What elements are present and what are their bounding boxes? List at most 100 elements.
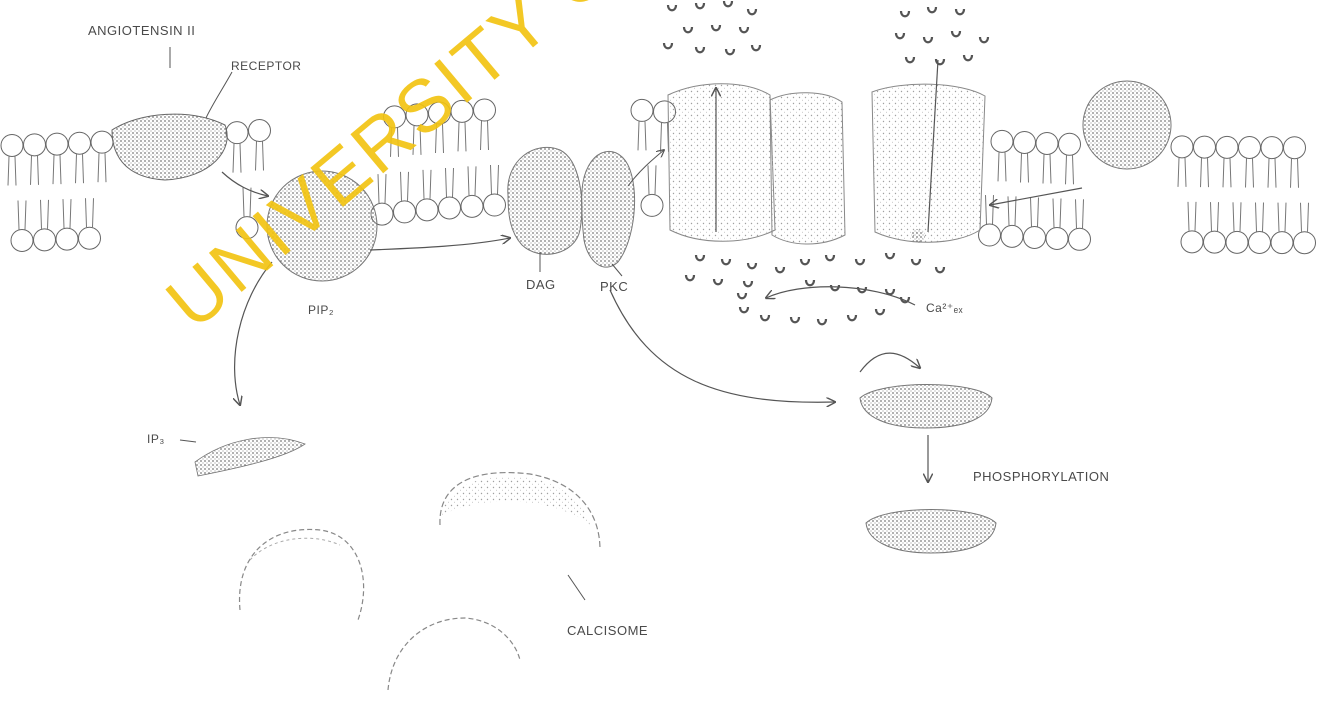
calcium-ion [664,43,672,48]
lipid-head-outer [1194,136,1216,158]
ip3-label: IP₃ [147,433,165,445]
calcium-ion [964,55,972,60]
lipid-head-outer [69,132,91,154]
lipid-tail-outer [233,144,241,173]
pkc-leader [612,264,622,276]
calcium-ion [896,33,904,38]
lipid-head-inner [1181,231,1203,253]
lipid-tail-inner [378,174,386,203]
lipid-head-outer [1216,136,1238,158]
calcisome-left [240,529,364,620]
calcium-ion [752,45,760,50]
calcium-ion [684,27,692,32]
calcium-ion [744,281,752,286]
lipid-tail-outer [1178,158,1186,187]
lipid-head-outer [631,99,653,121]
lipid-head-inner [979,224,1001,246]
lipid-tail-inner [648,165,656,194]
lipid-tail-outer [436,124,444,153]
lipid-tail-outer [1201,158,1209,187]
lipid-tail-outer [31,156,39,185]
lipid-tail-outer [413,126,421,155]
calcium-ion [724,1,732,6]
lipid-head-outer [1284,137,1306,159]
lipid-head-outer [91,131,113,153]
calcisome-leader [568,575,585,600]
pip2-to-dag-arrow [370,238,510,250]
calcium-ion [740,27,748,32]
phosphorylated-protein [866,510,996,554]
calcium-channel-left [668,84,775,242]
calcium-ion [826,255,834,260]
lipid-head-outer [474,99,496,121]
calcium-ion [738,293,746,298]
calcium-recycle-arrow [766,287,915,305]
calcium-ion [696,47,704,52]
pkc-protein [582,151,635,267]
lipid-tail-inner [491,165,499,194]
channel-knob [911,229,925,243]
calcium-ion [980,37,988,42]
lipid-head-inner [34,229,56,251]
lipid-tail-inner [468,166,476,195]
lipid-tail-outer [1043,154,1051,183]
calcium-label: Ca²⁺ₑₓ [926,302,963,314]
lipid-tail-inner [401,172,409,201]
lipid-head-outer [1036,132,1058,154]
calcium-ion [740,307,748,312]
calcium-ion [726,49,734,54]
lipid-head-outer [1171,136,1193,158]
lipid-tail-outer [1246,158,1254,187]
lipid-head-inner [1294,232,1316,254]
calcium-ion [722,259,730,264]
calcium-ion [901,11,909,16]
receptor-leader [206,72,232,118]
lipid-head-inner [641,194,663,216]
lipid-head-outer [384,106,406,128]
calcium-ion [712,25,720,30]
lipid-head-inner [439,197,461,219]
lipid-tail-outer [1268,159,1276,188]
phosphate-transfer-arrow [860,353,920,372]
calcium-ion [848,315,856,320]
lipid-head-outer [249,120,271,142]
lipid-head-inner [1069,228,1091,250]
lipid-tail-outer [458,122,466,151]
dag-label: DAG [526,278,556,291]
lipid-head-inner [1226,231,1248,253]
lipid-head-outer [226,122,248,144]
lipid-tail-inner [1211,202,1219,231]
calcium-ion [936,59,944,64]
calcium-ion [831,285,839,290]
lipid-tail-inner [1278,203,1286,232]
calcium-ion [936,267,944,272]
right-membrane-protein [1083,81,1171,169]
lipid-head-inner [1046,227,1068,249]
lipid-head-outer [406,104,428,126]
lipid-tail-inner [86,198,94,227]
lipid-tail-outer [661,123,669,152]
lipid-head-inner [484,194,506,216]
lipid-tail-inner [63,199,71,228]
lipid-head-outer [24,134,46,156]
lipid-tail-outer [1066,155,1074,184]
calcium-ion [776,267,784,272]
lipid-head-outer [1059,133,1081,155]
angiotensin-label: ANGIOTENSIN II [88,24,195,37]
lipid-tail-outer [1223,158,1231,187]
lipid-head-inner [1024,226,1046,248]
calcium-ion [858,287,866,292]
receptor-protein [112,114,227,180]
lipid-tail-outer [1291,159,1299,188]
calcisome-large-fill [442,477,590,525]
lipid-head-outer [451,100,473,122]
calcium-ion [901,297,909,302]
lipid-tail-outer [1021,153,1029,182]
dag-protein [508,147,582,254]
calcium-ion [928,7,936,12]
target-protein [860,385,992,429]
pkc-label: PKC [600,280,628,293]
calcium-channel-middle [770,93,845,244]
